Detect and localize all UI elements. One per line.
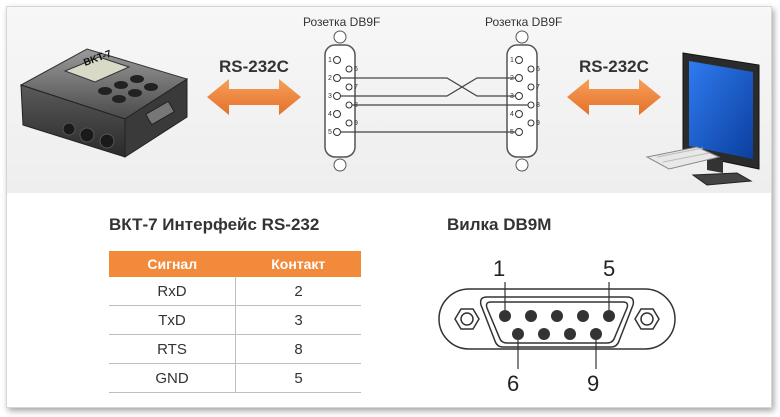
plug-pin-1-label: 1 xyxy=(493,256,506,281)
socket-right-pin-1: 1 xyxy=(510,57,514,64)
device-bkt7 xyxy=(19,48,189,158)
socket-left-pin-4: 4 xyxy=(328,111,332,118)
db9m-plug xyxy=(438,282,676,369)
header-signal: Сигнал xyxy=(109,251,236,277)
diagram-frame: BKT-7 1 2 3 4 5 6 7 8 xyxy=(6,6,772,408)
socket-left-pin-6: 6 xyxy=(354,66,358,73)
socket-left-pin-5: 5 xyxy=(328,129,332,136)
socket-left-pin-3: 3 xyxy=(328,93,332,100)
table-row: GND 5 xyxy=(109,363,361,393)
signal-table: Сигнал Контакт RxD 2 TxD 3 RTS 8 GND 5 xyxy=(109,251,361,393)
socket-left-pin-1: 1 xyxy=(328,57,332,64)
socket-right-pin-8: 8 xyxy=(536,102,540,109)
signal-cell: GND xyxy=(109,363,236,393)
plug-pin-6-label: 6 xyxy=(507,371,520,396)
socket-left-pin-7: 7 xyxy=(354,84,358,91)
interface-title: ВКТ-7 Интерфейс RS-232 xyxy=(109,215,320,234)
pin-cell: 2 xyxy=(235,277,361,306)
header-pin: Контакт xyxy=(235,251,361,277)
plug-title: Вилка DB9M xyxy=(447,215,552,234)
socket-left-pin-2: 2 xyxy=(328,75,332,82)
pin-cell: 8 xyxy=(235,334,361,364)
plug-pin-5-label: 5 xyxy=(603,256,616,281)
table-row: RTS 8 xyxy=(109,334,361,364)
signal-cell: RTS xyxy=(109,334,236,364)
table-header-row: Сигнал Контакт xyxy=(109,251,361,277)
socket-right xyxy=(506,30,538,172)
rs232-left-label: RS-232C xyxy=(219,57,289,76)
socket-right-pin-9: 9 xyxy=(536,120,540,127)
socket-right-pin-4: 4 xyxy=(510,111,514,118)
socket-right-label: Розетка DB9F xyxy=(485,15,563,29)
pin-cell: 5 xyxy=(235,363,361,393)
socket-right-pin-6: 6 xyxy=(536,66,540,73)
table-row: TxD 3 xyxy=(109,305,361,335)
socket-left xyxy=(324,30,356,172)
socket-left-pin-9: 9 xyxy=(354,120,358,127)
computer xyxy=(645,52,760,186)
socket-right-pin-7: 7 xyxy=(536,84,540,91)
arrow-left xyxy=(207,79,301,115)
table-row: RxD 2 xyxy=(109,277,361,306)
pin-cell: 3 xyxy=(235,305,361,335)
plug-pin-9-label: 9 xyxy=(587,371,600,396)
rs232-right-label: RS-232C xyxy=(579,57,649,76)
cable-wiring xyxy=(341,77,528,133)
arrow-right xyxy=(567,79,661,115)
signal-cell: RxD xyxy=(109,277,236,306)
diagram-graphics: BKT-7 1 2 3 4 5 6 7 8 xyxy=(19,30,760,369)
socket-left-label: Розетка DB9F xyxy=(303,15,381,29)
signal-cell: TxD xyxy=(109,305,236,335)
